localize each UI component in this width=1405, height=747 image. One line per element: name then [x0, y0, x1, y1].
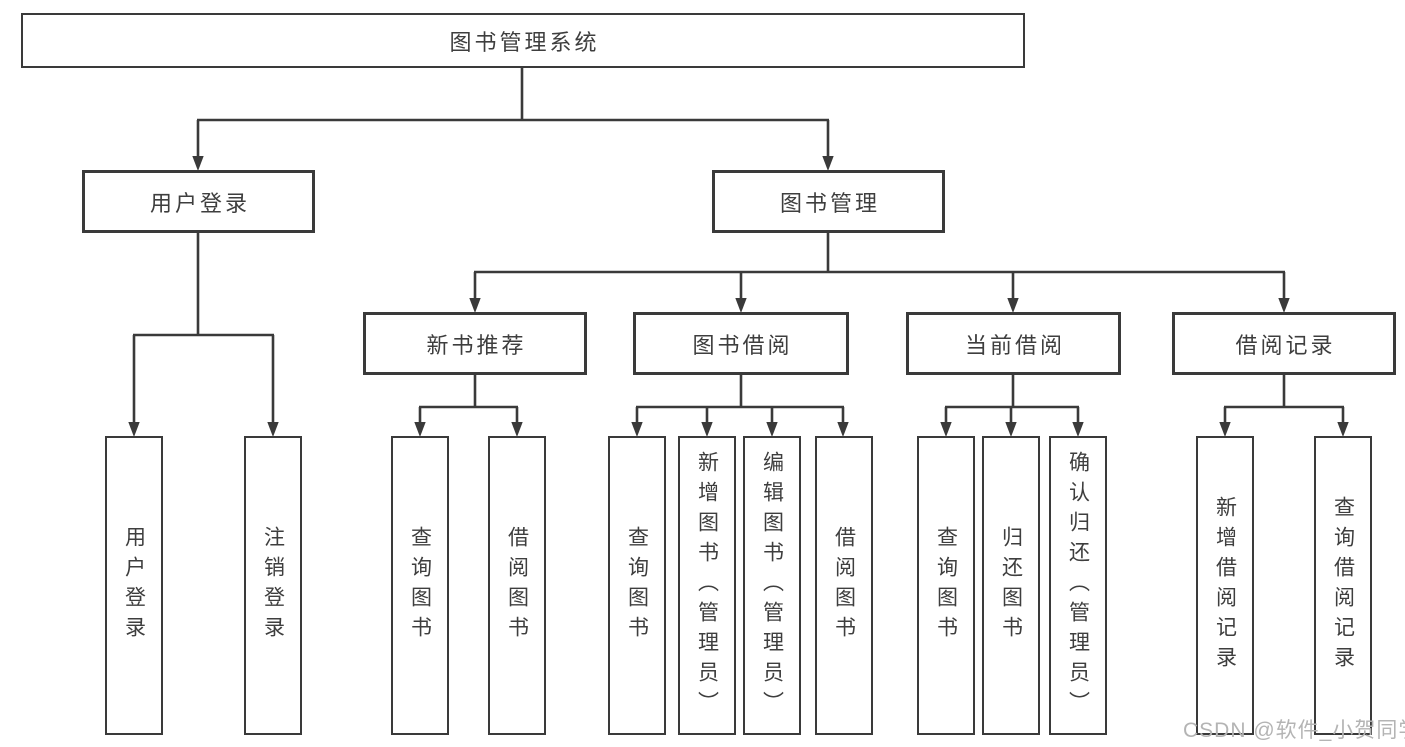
node-book-management: 图书管理 — [712, 170, 945, 233]
leaf-label: 新增借阅记录 — [1213, 495, 1237, 676]
leaf-borrow-books-borrowing: 借阅图书 — [815, 436, 873, 735]
leaf-label: 编辑图书（管理员） — [760, 450, 784, 721]
leaf-query-borrow-record: 查询借阅记录 — [1314, 436, 1372, 735]
leaf-query-books-recommend: 查询图书 — [391, 436, 449, 735]
node-book-borrowing: 图书借阅 — [633, 312, 849, 375]
leaf-label: 查询借阅记录 — [1331, 495, 1355, 676]
leaf-query-books-current: 查询图书 — [917, 436, 975, 735]
leaf-label: 确认归还（管理员） — [1066, 450, 1090, 721]
leaf-add-borrow-record: 新增借阅记录 — [1196, 436, 1254, 735]
csdn-watermark: CSDN @软件_小贺同学 — [1183, 719, 1405, 742]
leaf-edit-books-admin: 编辑图书（管理员） — [743, 436, 801, 735]
leaf-return-books: 归还图书 — [982, 436, 1040, 735]
leaf-label: 新增图书（管理员） — [695, 450, 719, 721]
leaf-label: 用户登录 — [122, 525, 146, 646]
leaf-label: 归还图书 — [999, 525, 1023, 646]
leaf-label: 查询图书 — [625, 525, 649, 646]
leaf-logout-login: 注销登录 — [244, 436, 302, 735]
leaf-label: 查询图书 — [934, 525, 958, 646]
node-current-borrowing: 当前借阅 — [906, 312, 1121, 375]
leaf-label: 查询图书 — [408, 525, 432, 646]
leaf-query-books-borrowing: 查询图书 — [608, 436, 666, 735]
leaf-add-books-admin: 新增图书（管理员） — [678, 436, 736, 735]
node-user-login: 用户登录 — [82, 170, 315, 233]
node-library-management-system: 图书管理系统 — [21, 13, 1025, 68]
leaf-confirm-return-admin: 确认归还（管理员） — [1049, 436, 1107, 735]
leaf-label: 注销登录 — [261, 525, 285, 646]
leaf-borrow-books-recommend: 借阅图书 — [488, 436, 546, 735]
node-borrowing-records: 借阅记录 — [1172, 312, 1396, 375]
leaf-label: 借阅图书 — [505, 525, 529, 646]
leaf-user-login: 用户登录 — [105, 436, 163, 735]
node-new-book-recommendation: 新书推荐 — [363, 312, 587, 375]
leaf-label: 借阅图书 — [832, 525, 856, 646]
